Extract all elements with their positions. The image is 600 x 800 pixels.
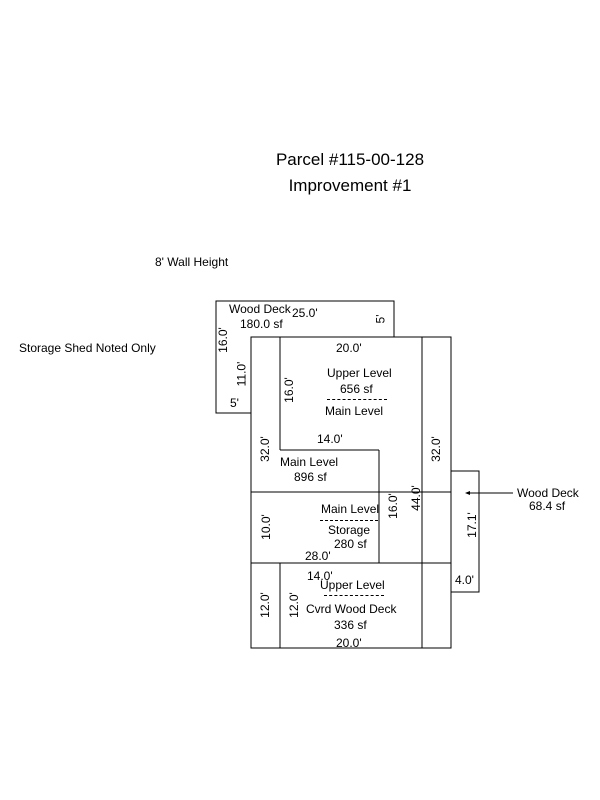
arrow-head — [465, 491, 470, 495]
dim-deck-bottom: 5' — [230, 396, 239, 410]
dim-storage-right: 16.0' — [385, 493, 400, 519]
cvrd-divider — [324, 595, 384, 596]
dim-cvrd-top: 14.0' — [307, 569, 333, 583]
dim-storage-left: 10.0' — [258, 514, 273, 540]
dim-cvrd-left-outer: 12.0' — [257, 592, 272, 618]
level-divider — [327, 399, 387, 400]
cvrd-above-label: Upper Level — [320, 578, 385, 592]
dim-cvrd-bottom: 20.0' — [336, 636, 362, 650]
dim-deck-inner: 11.0' — [234, 361, 249, 387]
dim-notch: 14.0' — [317, 432, 343, 446]
wood-deck-right-area: 68.4 sf — [529, 499, 566, 513]
dim-deck-top: 25.0' — [292, 306, 318, 320]
wood-deck-right-outline — [450, 470, 480, 593]
improvement-title: Improvement #1 — [288, 176, 412, 195]
wood-deck-left-label: Wood Deck — [229, 302, 291, 316]
dim-cvrd-left-inner: 12.0' — [286, 592, 301, 618]
dim-right-deck-bottom: 4.0' — [455, 573, 474, 587]
cvrd-deck-label: Cvrd Wood Deck — [306, 602, 397, 616]
storage-above-label: Main Level — [321, 502, 380, 516]
upper-below-label: Main Level — [325, 404, 384, 418]
dim-upper-left: 16.0' — [281, 377, 296, 403]
upper-level-area: 656 sf — [340, 382, 373, 396]
wood-deck-left-outline — [215, 300, 395, 414]
dim-upper-top: 20.0' — [336, 341, 362, 355]
dim-overall-right: 44.0' — [408, 485, 423, 511]
upper-level-label: Upper Level — [327, 366, 392, 380]
dim-deck-left: 16.0' — [215, 327, 230, 353]
wood-deck-left-area: 180.0 sf — [240, 317, 283, 331]
cvrd-deck-area: 336 sf — [334, 618, 367, 632]
wall-height-note: 8' Wall Height — [155, 255, 229, 269]
dim-storage-bottom: 28.0' — [305, 549, 331, 563]
storage-divider — [320, 520, 378, 521]
dim-right-deck-side: 17.1' — [464, 512, 479, 538]
wood-deck-right-label: Wood Deck — [517, 486, 579, 500]
main-level-label: Main Level — [280, 455, 339, 469]
parcel-title: Parcel #115-00-128 — [275, 150, 425, 169]
storage-shed-note: Storage Shed Noted Only — [19, 341, 156, 355]
main-level-area: 896 sf — [294, 470, 327, 484]
storage-label: Storage — [328, 523, 371, 537]
dim-main-left: 32.0' — [257, 436, 272, 462]
storage-area: 280 sf — [334, 537, 367, 551]
dim-main-right: 32.0' — [428, 436, 443, 462]
dim-deck-right: 5' — [373, 314, 388, 324]
